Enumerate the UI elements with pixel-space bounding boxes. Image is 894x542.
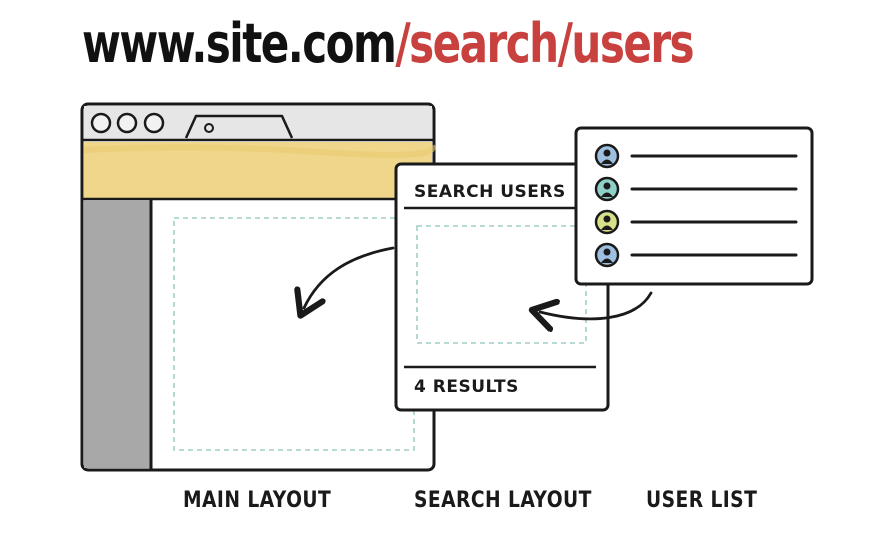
- arrow-search-to-main: [304, 246, 395, 308]
- window-dot-3: [143, 112, 165, 134]
- user-avatar-icon: [594, 209, 620, 235]
- arrow-users-to-search: [540, 291, 653, 319]
- user-avatar-icon: [594, 176, 620, 202]
- search-layout-card: SEARCH USERS 4 RESULTS: [394, 162, 610, 412]
- browser-tab: [184, 114, 294, 139]
- search-layout-footer: 4 RESULTS: [414, 377, 519, 397]
- window-dot-2: [116, 112, 138, 134]
- url-text: www.site.com/search/users: [82, 8, 695, 80]
- sidebar: [84, 200, 150, 468]
- user-list-item: [594, 242, 798, 268]
- user-list-item: [594, 176, 798, 202]
- tab-icon: [204, 123, 214, 133]
- url-base: www.site.com: [82, 12, 397, 75]
- caption-search-layout: SEARCH LAYOUT: [414, 488, 592, 513]
- caption-main-layout: MAIN LAYOUT: [183, 488, 332, 513]
- main-layout-window: [80, 102, 436, 472]
- user-avatar-icon: [594, 143, 620, 169]
- user-avatar-icon: [594, 242, 620, 268]
- user-list-item: [594, 143, 798, 169]
- window-dot-1: [90, 112, 112, 134]
- user-list-card: [574, 126, 814, 286]
- url-path: /search/users: [395, 12, 694, 75]
- user-list-item: [594, 209, 798, 235]
- caption-user-list: USER LIST: [646, 488, 758, 513]
- search-layout-header: SEARCH USERS: [414, 182, 566, 202]
